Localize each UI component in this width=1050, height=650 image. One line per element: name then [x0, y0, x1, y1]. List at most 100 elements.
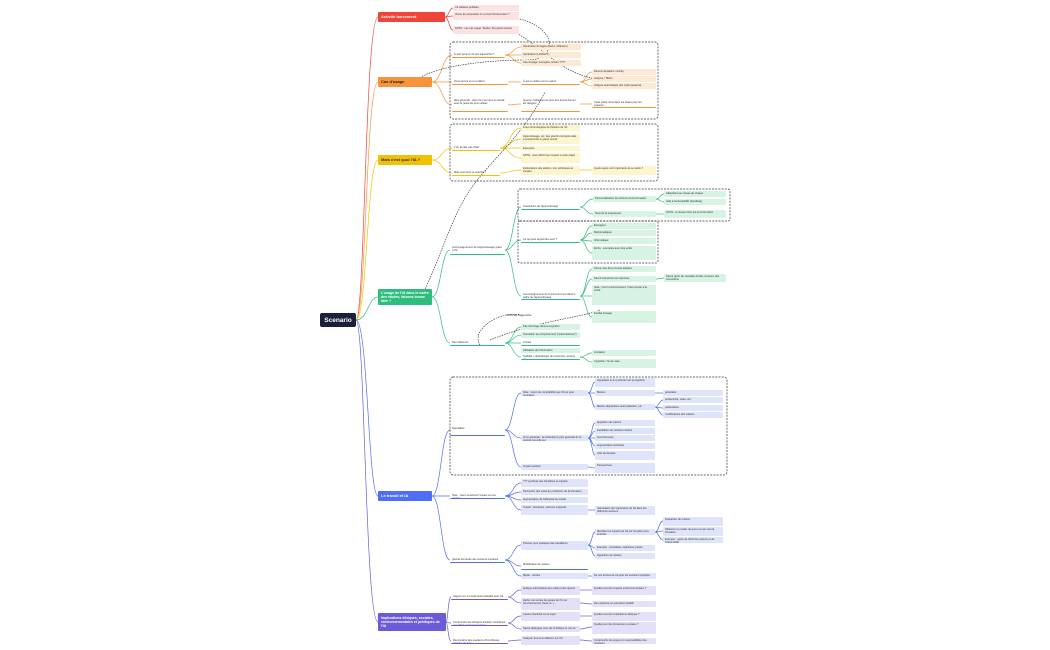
node-52[interactable]: Spécialiste — [450, 426, 505, 436]
node-20[interactable]: Explorations des ateliers, non technique… — [521, 166, 580, 175]
node-63[interactable]: Aide de dentiste — [595, 451, 655, 460]
node-64[interactable]: Note : vision structurer l'impact sur le… — [450, 493, 505, 499]
category-activite-lancement[interactable]: Activité lancement — [378, 12, 445, 22]
node-58[interactable]: modifications des métiers — [663, 412, 723, 418]
node-48[interactable]: Stabilité, méthodologie de recherche, av… — [521, 354, 580, 360]
node-57[interactable]: particulières — [663, 405, 723, 411]
node-82[interactable]: Métier - tâches — [521, 573, 588, 579]
category-mais-cest-quoi-ia[interactable]: Mais c'est quoi l'IA ? — [378, 155, 432, 165]
category-usage-ia-etudes[interactable]: L'usage de l'IA dans le cadre des études… — [378, 289, 432, 305]
node-29[interactable]: Accompagnement de l'apprentissage grâce … — [450, 245, 505, 255]
node-49[interactable]: Limitation — [592, 350, 656, 356]
node-23[interactable]: Interactions de l'apprentissage — [521, 204, 580, 210]
node-87[interactable]: Alerter ces sortes de gestes de l'IA sur… — [521, 598, 580, 610]
node-50[interactable]: Apparaître et en perforant sur la cognit… — [595, 378, 655, 387]
node-17[interactable]: Exemples — [521, 146, 580, 151]
node-74[interactable]: Préciser quoi pratiques des travailleurs — [521, 541, 588, 550]
node-78[interactable]: Exemple : grève de 2023 des acteurs et d… — [663, 537, 723, 543]
node-56[interactable]: Métiers disparitions automatisation, etc… — [595, 404, 655, 410]
node-83[interactable]: De nos futures de l'ia pour les secteurs… — [592, 573, 656, 579]
node-53[interactable]: Métiers — [595, 390, 655, 396]
node-95[interactable]: Analyser tous à la réflexion sur l'IA — [521, 636, 580, 645]
node-76[interactable]: Disparition de métiers — [663, 517, 723, 526]
node-30[interactable]: Enseigner — [592, 223, 656, 229]
node-42[interactable]: Des réflexions — [450, 340, 505, 346]
node-96[interactable]: Comprendre les enjeux et responsabilités… — [592, 638, 656, 644]
node-54[interactable]: générales — [663, 390, 723, 396]
node-16[interactable]: Apprentissage, etc. des grands concepts … — [521, 134, 580, 144]
node-46[interactable]: Utilisation de l'information — [521, 348, 580, 353]
node-44[interactable]: Interaction au comportement ("automatism… — [521, 332, 580, 338]
node-72[interactable]: Travail : domaines, secteurs impactés — [521, 505, 588, 515]
node-13[interactable]: Quel en l'utilisation du pour aux temps … — [521, 98, 580, 112]
node-91[interactable]: Quelles sont les implications éthiques ? — [592, 612, 656, 621]
node-84[interactable]: Gagner sur le travail automatisable avec… — [451, 594, 508, 600]
node-5[interactable]: Cas d'usage: exemples, limites ???? — [521, 60, 581, 66]
node-9[interactable]: Analyse automatique des mails (quasi ia) — [592, 83, 656, 89]
node-85[interactable]: analyse automatique des mails et des qua… — [521, 586, 580, 595]
node-70[interactable]: augmentation de l'efficacité au travail — [521, 497, 588, 503]
node-19[interactable]: NOTE : avec définir les impacts a cette … — [521, 153, 580, 163]
node-2[interactable]: NOTE : Les cas usage "faciles" d'ia part… — [453, 26, 519, 34]
node-77[interactable]: Réflexion au métier de quoi et à qui son… — [663, 527, 723, 536]
node-59[interactable]: apparition de métiers — [595, 420, 655, 426]
node-51[interactable]: Note : vision de comptabilité que l'IA n… — [521, 390, 588, 396]
node-62[interactable]: augmentation théorique — [595, 443, 655, 449]
category-cas-usage[interactable]: Cas d'usage — [378, 77, 432, 87]
node-7[interactable]: Recommandation / Acritiq — [592, 69, 656, 75]
node-61[interactable]: Licenciements — [595, 435, 655, 441]
node-4[interactable]: Génération (LLM/GPT) — [521, 52, 581, 58]
node-12[interactable]: Idée générale : dans l'ia c'est quoi ce … — [452, 98, 508, 112]
node-8[interactable]: Analyse / Tâche — [592, 76, 656, 82]
node-34[interactable]: Ce qui peut apprendre avec ? — [521, 237, 580, 243]
node-60[interactable]: Facilitation de certains métiers — [595, 428, 655, 434]
node-3[interactable]: Génération d'images (Dall-e, Diffusion) — [521, 44, 581, 50]
node-86[interactable]: Quelles sont les impacts environnementau… — [592, 586, 656, 595]
node-6[interactable]: À quoi peut-on IA sert aujourd'hui ? — [452, 52, 505, 58]
root-node[interactable]: Scenario — [320, 313, 356, 327]
node-32[interactable]: Informatique — [592, 238, 656, 244]
node-90[interactable]: Lacune d'activité sur le sujet — [521, 612, 580, 621]
node-26[interactable]: Aide à l'accessibilité (handicap) — [664, 199, 726, 205]
node-10[interactable]: Vous sert-ils en ia à utiliser — [452, 79, 508, 85]
node-89[interactable]: Comprendre les éthiques d'autant contrib… — [451, 620, 508, 626]
node-33[interactable]: Écrire : exemples avec des outils — [592, 246, 656, 260]
node-15[interactable]: Frise chronologique de l'histoire de l'I… — [521, 125, 580, 131]
node-0[interactable]: Vé utilisées publiées — [453, 5, 519, 11]
node-45[interactable]: Limites — [521, 340, 580, 346]
node-68[interactable]: ??? synthèse des bénéfices et impacts — [521, 479, 588, 487]
node-24[interactable]: Personnalisation du contenu d'une format… — [593, 196, 656, 202]
node-41[interactable]: Facilité d'usage — [592, 311, 656, 323]
node-75[interactable]: Identifier les impacts de l'ia sur l'emp… — [595, 529, 655, 535]
node-80[interactable]: Apparition de métiers — [595, 553, 655, 559]
node-73[interactable]: Valorisation de l'importance de l'ia dan… — [595, 506, 655, 515]
node-71[interactable]: grande demande des secteurs impactés — [450, 557, 505, 563]
node-79[interactable]: Exemple : journaliste, traducteur, juris… — [595, 545, 655, 551]
node-67[interactable]: Perspectives — [595, 463, 655, 473]
node-18[interactable]: L'IA, le idée pas d'hier — [452, 145, 500, 151]
node-55[interactable]: productivité, visée, etc. — [663, 397, 723, 403]
node-28[interactable]: NOTE : le niveau l'être qui le la format… — [664, 210, 726, 218]
node-14[interactable]: Cette partie nous dans les bases pour le… — [592, 100, 656, 108]
node-36[interactable]: Savoir interpréter les réponses — [592, 276, 656, 282]
node-47[interactable]: Cognition / fin de mise — [592, 359, 656, 368]
node-66[interactable]: Impact sociétal — [521, 464, 588, 470]
node-65[interactable]: IA en générale : la révolution la plus g… — [521, 435, 588, 441]
node-92[interactable]: Reconnaître des questions d'IA éthiques … — [451, 638, 508, 644]
node-27[interactable]: Suivi de la progression — [593, 211, 656, 217]
node-94[interactable]: Quelles sont les dimensions sociales ? — [592, 622, 656, 634]
node-37[interactable]: Accompagnement de l'environnement dans l… — [521, 292, 580, 300]
node-21[interactable]: Quels sujets sont importants de ce cadre… — [592, 166, 656, 175]
node-39[interactable]: Savoir gérer de nouvelles limites à trav… — [664, 274, 726, 282]
node-81[interactable]: Modification de métiers — [521, 562, 588, 570]
node-88[interactable]: Des solutions se pourraient rétablir — [592, 601, 656, 607]
node-25[interactable]: Adaptation au niveau de chaque — [664, 191, 726, 197]
node-31[interactable]: Mathématiques — [592, 230, 656, 236]
node-11[interactable]: À qui en utilise pour le calcul — [521, 79, 580, 85]
category-travail-ia[interactable]: Le travail et IA — [378, 491, 432, 501]
node-35[interactable]: Suivre mes des prompts adaptés — [592, 266, 656, 272]
node-43[interactable]: Pas d'encrage dans la cognition — [521, 324, 580, 330]
node-69[interactable]: Diminution des coûts de production de la… — [521, 489, 588, 495]
node-1[interactable]: Vision de proposition en conseil d'inter… — [453, 12, 519, 20]
category-implications-ethiques[interactable]: Implications éthiques, sociales, environ… — [378, 613, 446, 631]
